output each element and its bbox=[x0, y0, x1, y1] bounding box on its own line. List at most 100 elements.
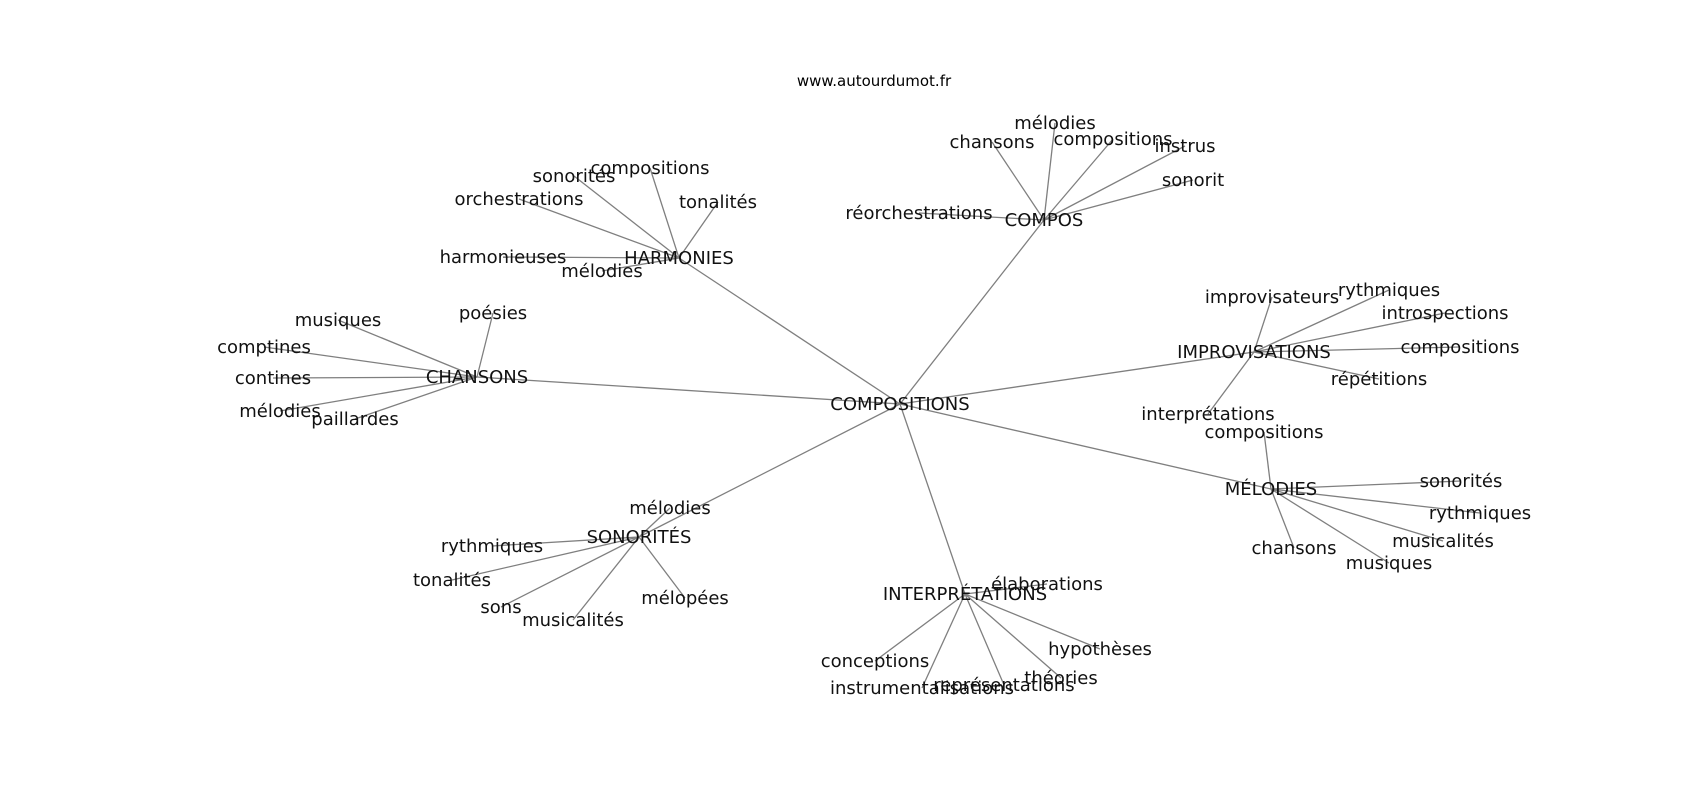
edge-chansons-word bbox=[263, 346, 478, 378]
word-node[interactable]: musiques bbox=[1346, 553, 1433, 574]
word-node[interactable]: rythmiques bbox=[1338, 280, 1440, 301]
edge-melodies-word bbox=[1270, 480, 1462, 490]
word-node[interactable]: instrumentalisations bbox=[830, 678, 1014, 699]
word-node[interactable]: sonorit bbox=[1162, 170, 1224, 191]
hub-node-interpretations[interactable]: INTERPRÉTATIONS bbox=[883, 583, 1047, 605]
edge-harmonies-word bbox=[502, 256, 680, 259]
edge-compos-word bbox=[1043, 145, 1186, 221]
word-node[interactable]: paillardes bbox=[311, 409, 398, 430]
word-node[interactable]: sonorités bbox=[1420, 471, 1503, 492]
word-node[interactable]: musiques bbox=[295, 310, 382, 331]
edge-chansons-word bbox=[279, 376, 478, 412]
edge-sonorites-word bbox=[638, 536, 686, 599]
word-node[interactable]: compositions bbox=[1400, 337, 1519, 358]
word-node[interactable]: chansons bbox=[1252, 538, 1337, 559]
word-node[interactable]: compositions bbox=[1204, 422, 1323, 443]
edge-interpretations-word bbox=[874, 593, 966, 662]
hub-node-chansons[interactable]: CHANSONS bbox=[426, 367, 528, 388]
edge-interpretations-word bbox=[964, 593, 1062, 679]
word-node[interactable]: musicalités bbox=[1392, 531, 1494, 552]
edge-sonorites-word bbox=[491, 536, 640, 547]
edge-center-sonorites bbox=[638, 403, 901, 538]
edge-melodies-word bbox=[1270, 488, 1295, 549]
edge-sonorites-word bbox=[572, 536, 640, 621]
site-watermark[interactable]: www.autourdumot.fr bbox=[796, 72, 952, 90]
edge-sonorites-word bbox=[500, 536, 640, 608]
word-node[interactable]: improvisateurs bbox=[1205, 287, 1339, 308]
word-node[interactable]: mélodies bbox=[1014, 113, 1096, 134]
edge-compos-word bbox=[1043, 138, 1114, 221]
edge-compos-word bbox=[991, 141, 1045, 221]
edge-compos-word bbox=[918, 212, 1045, 221]
edge-interpretations-word bbox=[964, 593, 1005, 686]
word-node[interactable]: instrus bbox=[1154, 136, 1215, 157]
word-node[interactable]: harmonieuses bbox=[440, 247, 567, 268]
edge-compos-word bbox=[1043, 122, 1056, 221]
word-node[interactable]: tonalités bbox=[413, 570, 491, 591]
word-node[interactable]: introspections bbox=[1381, 303, 1508, 324]
edge-harmonies-word bbox=[678, 201, 719, 259]
word-node[interactable]: tonalités bbox=[679, 192, 757, 213]
edge-sonorites-word bbox=[638, 507, 671, 538]
word-node[interactable]: compositions bbox=[590, 158, 709, 179]
edge-melodies-word bbox=[1270, 488, 1481, 514]
word-node[interactable]: musicalités bbox=[522, 610, 624, 631]
word-node[interactable]: rythmiques bbox=[1429, 503, 1531, 524]
edge-melodies-word bbox=[1270, 488, 1390, 564]
word-node[interactable]: comptines bbox=[217, 337, 311, 358]
word-node[interactable]: poésies bbox=[459, 303, 527, 324]
edge-harmonies-word bbox=[573, 175, 680, 259]
word-node[interactable]: théories bbox=[1024, 668, 1097, 689]
word-node[interactable]: répétitions bbox=[1331, 369, 1428, 390]
word-node[interactable]: élaborations bbox=[991, 574, 1103, 595]
edge-chansons-word bbox=[272, 376, 478, 379]
word-node[interactable]: conceptions bbox=[821, 651, 930, 672]
edge-harmonies-word bbox=[601, 257, 680, 272]
hub-node-melodies[interactable]: MÉLODIES bbox=[1225, 478, 1317, 500]
edge-center-harmonies bbox=[678, 257, 901, 405]
word-node[interactable]: mélopées bbox=[641, 588, 729, 609]
word-node[interactable]: sonorités bbox=[533, 166, 616, 187]
edge-improvisations-word bbox=[1207, 351, 1255, 415]
edge-interpretations-word bbox=[921, 593, 966, 689]
word-node[interactable]: orchestrations bbox=[454, 189, 583, 210]
edge-center-melodies bbox=[899, 403, 1272, 490]
edge-chansons-word bbox=[337, 319, 478, 378]
edge-chansons-word bbox=[354, 376, 478, 420]
word-node[interactable]: compositions bbox=[1053, 129, 1172, 150]
word-node[interactable]: interprétations bbox=[1141, 404, 1274, 425]
edge-improvisations-word bbox=[1253, 289, 1390, 353]
edge-harmonies-word bbox=[518, 198, 680, 259]
center-node[interactable]: COMPOSITIONS bbox=[830, 394, 969, 415]
edge-compos-word bbox=[1043, 179, 1194, 221]
word-node[interactable]: rythmiques bbox=[441, 536, 543, 557]
edge-melodies-word bbox=[1263, 431, 1272, 490]
hub-node-compos[interactable]: COMPOS bbox=[1005, 210, 1084, 231]
hub-node-improvisations[interactable]: IMPROVISATIONS bbox=[1177, 342, 1331, 363]
edge-harmonies-word bbox=[649, 167, 680, 259]
word-node[interactable]: chansons bbox=[950, 132, 1035, 153]
edge-center-improvisations bbox=[899, 351, 1255, 405]
edge-center-interpretations bbox=[899, 403, 966, 595]
edge-melodies-word bbox=[1270, 488, 1444, 542]
edge-improvisations-word bbox=[1253, 312, 1446, 353]
word-node[interactable]: représentations bbox=[933, 675, 1074, 696]
edge-center-compos bbox=[899, 219, 1045, 405]
graph-edges bbox=[263, 122, 1481, 689]
edge-chansons-word bbox=[476, 312, 494, 378]
word-node[interactable]: hypothèses bbox=[1048, 639, 1152, 660]
word-node[interactable]: contines bbox=[235, 368, 311, 389]
hub-node-harmonies[interactable]: HARMONIES bbox=[624, 248, 734, 269]
word-node[interactable]: mélodies bbox=[239, 401, 321, 422]
edge-sonorites-word bbox=[451, 536, 640, 581]
edge-center-chansons bbox=[476, 376, 901, 405]
word-node[interactable]: sons bbox=[480, 597, 521, 618]
hub-node-sonorites[interactable]: SONORITÉS bbox=[587, 526, 692, 548]
word-node[interactable]: réorchestrations bbox=[845, 203, 992, 224]
edge-improvisations-word bbox=[1253, 351, 1380, 380]
word-node[interactable]: mélodies bbox=[561, 261, 643, 282]
edge-interpretations-word bbox=[964, 583, 1048, 595]
word-node[interactable]: mélodies bbox=[629, 498, 711, 519]
